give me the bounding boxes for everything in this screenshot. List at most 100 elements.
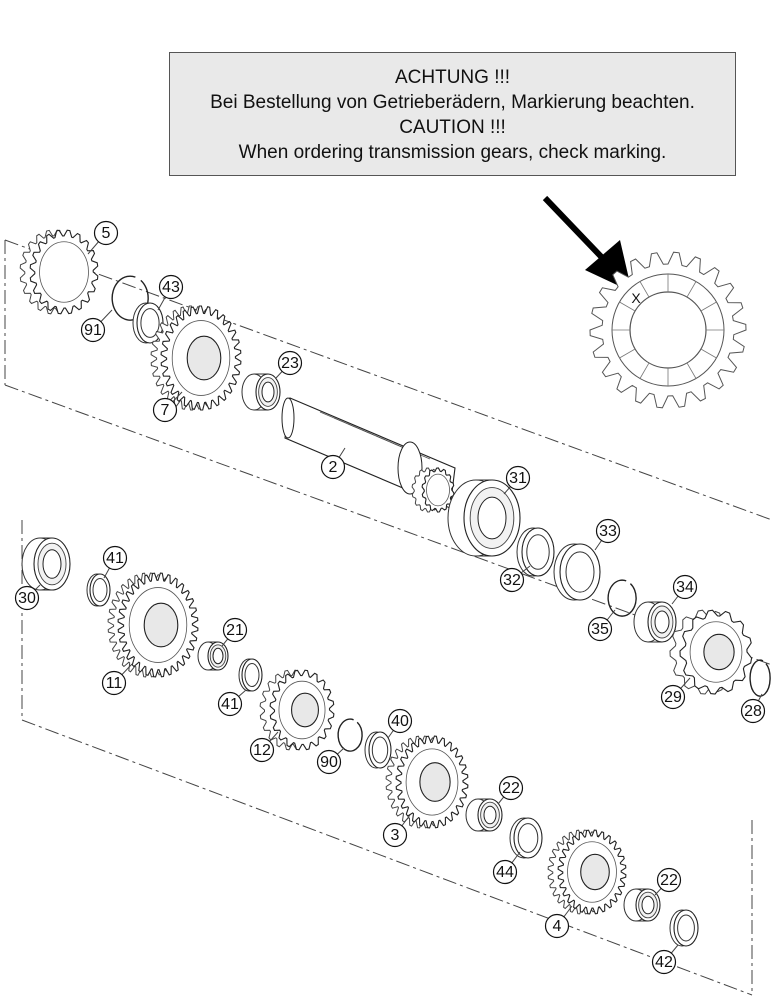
needle-bearing-22a [465,798,503,832]
circlip-28 [749,659,771,697]
part-callout-22b: 22 [656,867,682,893]
gear-11 [107,572,199,678]
callout-circle [101,670,127,696]
callout-circle [544,913,570,939]
gear-7 [150,305,242,411]
callout-number: 32 [503,572,521,589]
callout-number: 7 [161,402,170,419]
callout-circle [587,616,613,642]
callout-circle [656,867,682,893]
circlip-91 [111,275,149,321]
callout-circle [387,708,413,734]
bearing-30 [21,537,71,591]
gear-3 [385,735,469,829]
reference-gear-marking-detail: X [589,251,747,409]
shim-41b [238,658,263,692]
callout-number: 23 [281,355,299,372]
callout-number: 3 [391,827,400,844]
callout-number: 30 [18,590,36,607]
callout-number: 22 [502,780,520,797]
callout-number: 34 [676,579,694,596]
callout-number: 4 [553,918,562,935]
shim-40 [364,731,392,769]
part-callout-40: 40 [387,708,413,734]
needle-bearing-22b [623,888,661,922]
ball-bearing-31 [447,479,521,557]
callout-number: 11 [106,675,123,692]
callout-circle [492,859,518,885]
part-callout-3: 3 [382,822,408,848]
gear-12 [259,669,335,751]
callout-number: 2 [329,459,338,476]
part-callout-7: 7 [152,397,178,423]
part-callout-42: 42 [651,949,677,975]
callout-circle [80,317,106,343]
circlip-90 [337,718,363,752]
part-callout-11: 11 [101,670,127,696]
callout-number: 91 [84,322,102,339]
part-callout-33: 33 [595,518,621,544]
callout-circle [505,465,531,491]
notice-line-german-text: Bei Bestellung von Getrieberädern, Marki… [210,92,695,113]
part-callout-23: 23 [277,350,303,376]
callout-number: 90 [320,754,338,771]
callout-number: 42 [655,954,673,971]
part-callout-91: 91 [80,317,106,343]
callout-number: 22 [660,872,678,889]
caution-notice-box: ACHTUNG !!! Bei Bestellung von Getrieber… [169,52,736,176]
callout-number: 29 [664,689,682,706]
notice-line-english-heading: CAUTION !!! [399,117,506,138]
callout-number: 40 [391,713,409,730]
bushing-34 [633,601,677,643]
callout-number: 44 [496,864,514,881]
part-callout-32: 32 [499,567,525,593]
callout-number: 35 [591,621,609,638]
callout-number: 41 [106,550,124,567]
callout-number: 41 [221,696,239,713]
part-callout-41b: 41 [217,691,243,717]
callout-circle [152,397,178,423]
callout-number: 33 [599,523,617,540]
callout-circle [217,691,243,717]
part-callout-22a: 22 [498,775,524,801]
marking-x: X [631,290,641,306]
circlip-35 [607,579,637,617]
callout-circle [222,617,248,643]
callout-circle [277,350,303,376]
callout-circle [320,454,346,480]
callout-circle [102,545,128,571]
part-callout-12: 12 [249,737,275,763]
needle-bearing-23 [241,373,281,411]
part-callout-35: 35 [587,616,613,642]
callout-number: 5 [102,225,111,242]
notice-line-german-heading: ACHTUNG !!! [394,67,511,88]
part-callout-43: 43 [158,274,184,300]
washer-32 [516,527,555,577]
callout-number: 43 [162,279,180,296]
callout-number: 28 [744,703,762,720]
callout-circle [158,274,184,300]
callout-circle [595,518,621,544]
part-callout-34: 34 [672,574,698,600]
shim-42 [669,909,699,947]
callout-circle [660,684,686,710]
part-callout-5: 5 [93,220,119,246]
shim-33 [553,543,601,601]
part-callout-44: 44 [492,859,518,885]
gear-5 [19,229,99,315]
part-callout-31: 31 [505,465,531,491]
part-callout-28: 28 [740,698,766,724]
part-callout-2: 2 [320,454,346,480]
callout-circle [499,567,525,593]
callout-circle [740,698,766,724]
callout-number: 31 [509,470,527,487]
notice-line-english-text: When ordering transmission gears, check … [238,142,667,163]
callout-circle [249,737,275,763]
callout-number: 21 [226,622,244,639]
sprocket-29 [669,609,753,695]
part-callout-4: 4 [544,913,570,939]
gear-4 [547,829,627,915]
shim-44 [509,817,543,859]
callout-circle [498,775,524,801]
